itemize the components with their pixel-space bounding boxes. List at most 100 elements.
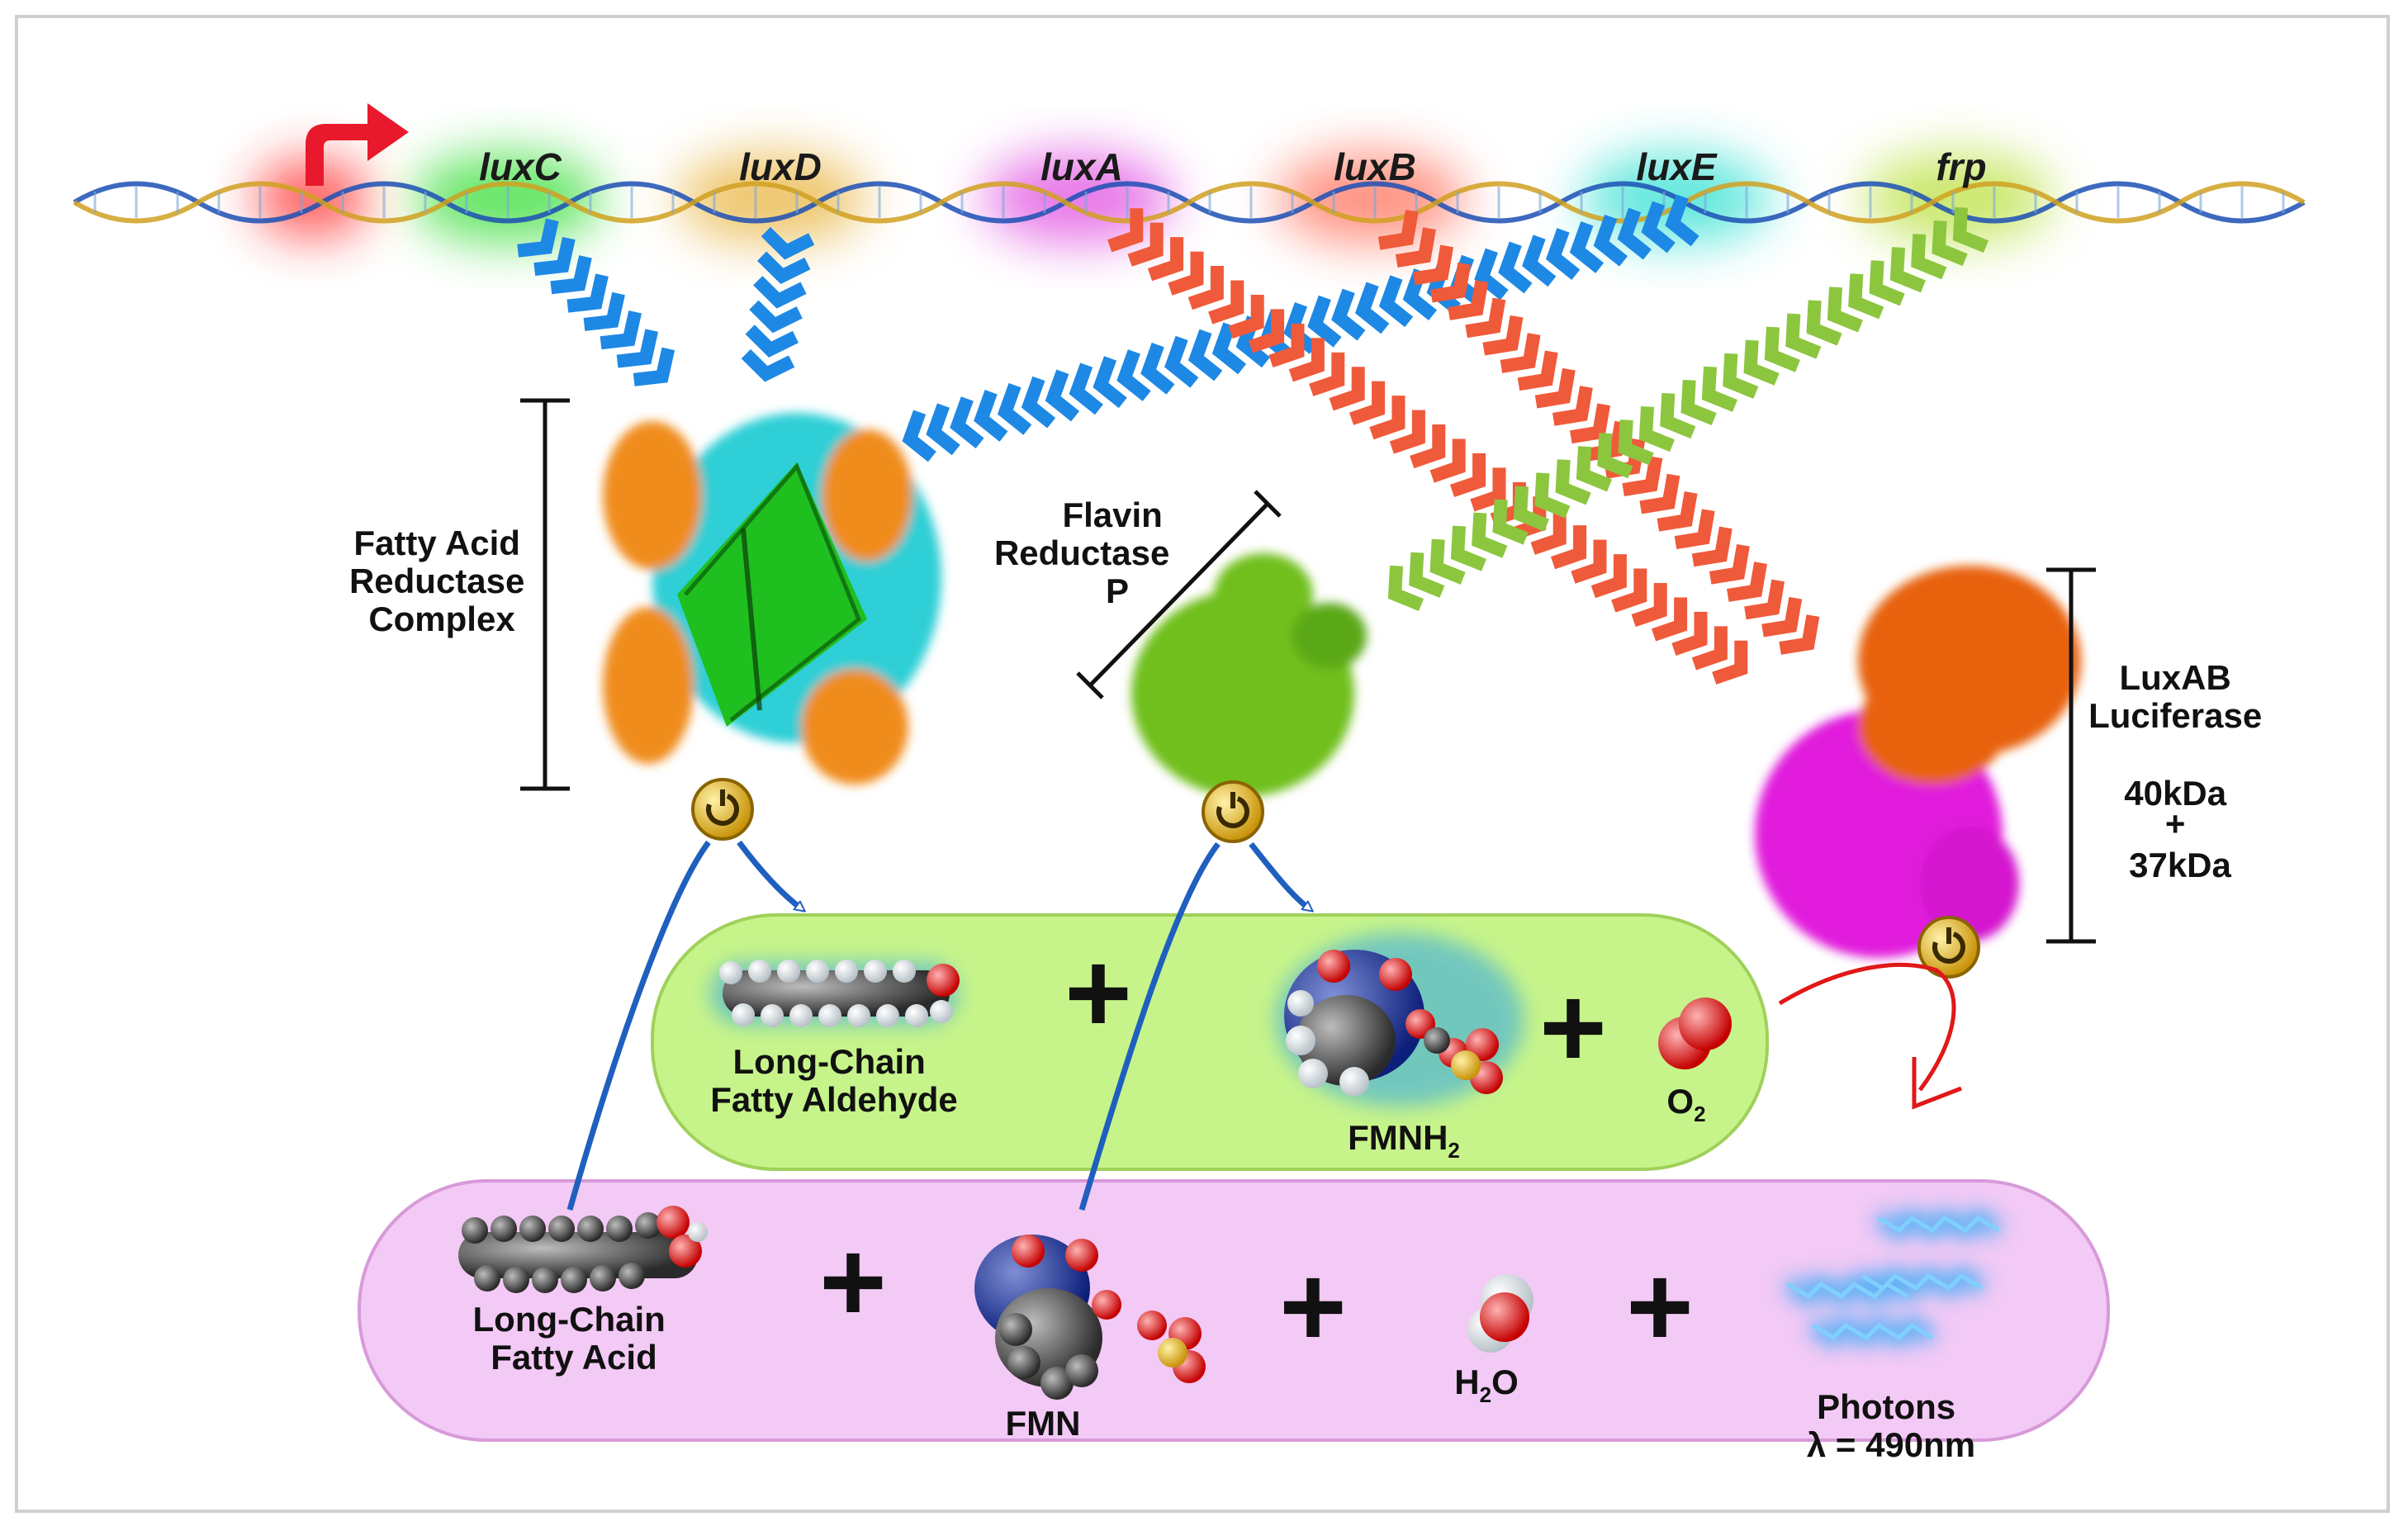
gene-label-luxe: luxE <box>1636 145 1717 188</box>
luxd-arrow <box>741 226 815 382</box>
luxab-label: LuxAB Luciferase 40kDa + 37kDa <box>2088 658 2272 884</box>
chevron <box>1723 353 1759 399</box>
chevron <box>902 410 936 462</box>
chevron <box>1430 262 1472 303</box>
water-molecule <box>1467 1274 1533 1353</box>
chevron <box>1593 214 1628 267</box>
chevron <box>1555 459 1591 505</box>
chevron <box>1530 510 1567 555</box>
chevron <box>1911 234 1947 280</box>
power-icon <box>1917 916 1980 979</box>
power-icon <box>1202 780 1264 843</box>
fmnh2-molecule <box>1276 933 1524 1107</box>
chevron <box>1618 419 1654 466</box>
chevron <box>1651 597 1688 642</box>
chevron <box>1657 491 1698 532</box>
chevron <box>1268 323 1305 367</box>
chevron <box>517 218 559 258</box>
chevron <box>1665 194 1699 247</box>
chevron <box>1472 512 1508 558</box>
chevron <box>1248 309 1285 353</box>
chevron <box>741 348 795 382</box>
chevron <box>1140 342 1175 395</box>
chevron <box>1709 543 1750 585</box>
fatty-acid-molecule <box>458 1206 708 1293</box>
chevron <box>1470 467 1506 512</box>
chevron <box>1021 376 1056 429</box>
chevron <box>583 292 625 331</box>
chevron <box>1590 554 1627 599</box>
chevron <box>1413 244 1453 286</box>
chevron <box>745 325 799 358</box>
chevron <box>1522 235 1557 287</box>
chevron <box>1641 201 1676 254</box>
chevron <box>1701 366 1738 412</box>
frp-label: Flavin Reductase P <box>994 495 1179 610</box>
chevron <box>1329 367 1365 411</box>
gene-label-luxc: luxC <box>479 145 562 188</box>
oxygen-molecule <box>1658 998 1732 1069</box>
chevron <box>1378 275 1414 328</box>
fmn-molecule <box>974 1235 1206 1400</box>
chevron <box>1631 582 1667 628</box>
chevron <box>566 273 609 313</box>
fmn-label: FMN <box>1006 1404 1081 1443</box>
chevron <box>1116 349 1151 401</box>
gene-label-luxa: luxA <box>1040 145 1123 188</box>
plus-sign: + <box>819 1216 887 1346</box>
product-band <box>358 1179 2110 1442</box>
chevron <box>761 226 815 260</box>
fmnh2-label: FMNH2 <box>1348 1118 1460 1163</box>
chevron <box>1952 206 1989 254</box>
chevron <box>1187 266 1224 310</box>
chevron <box>1848 273 1884 320</box>
plus-sign: + <box>1064 927 1132 1057</box>
chevron <box>1168 251 1204 296</box>
chevron <box>1764 326 1801 372</box>
chevron <box>1660 392 1696 439</box>
chevron <box>1387 565 1424 612</box>
chevron <box>926 403 960 456</box>
chevron <box>1449 453 1486 498</box>
chevron <box>1377 209 1419 250</box>
chevron <box>1492 499 1529 545</box>
chevron <box>1147 237 1184 282</box>
chevron <box>1187 329 1223 382</box>
chevron <box>1307 295 1342 348</box>
chevron <box>1534 472 1571 519</box>
chevron <box>1576 446 1613 492</box>
luciferase-protein <box>1755 566 2081 958</box>
chevron <box>1827 287 1864 333</box>
chevron <box>1806 300 1842 346</box>
chevron <box>1331 288 1366 341</box>
chevron <box>753 276 807 309</box>
chevron <box>950 396 984 449</box>
chevron <box>749 300 803 334</box>
chevron <box>633 347 675 386</box>
chevron <box>1571 539 1607 584</box>
chevron <box>1622 456 1663 497</box>
chevron <box>1482 315 1524 356</box>
chevron <box>1045 369 1080 422</box>
plus-sign: + <box>1539 962 1607 1092</box>
chevron <box>756 251 811 285</box>
chevron <box>1410 424 1446 469</box>
chevron <box>1465 297 1506 339</box>
chevron <box>1517 350 1558 391</box>
frp-product-arrow <box>1249 841 1309 908</box>
gene-label-luxd: luxD <box>739 145 822 188</box>
chevron <box>1932 220 1968 267</box>
promoter-arrow-icon <box>306 103 409 186</box>
chevron <box>1680 379 1717 425</box>
frp-reaction-curve <box>1078 841 1221 1211</box>
chevron <box>1743 339 1780 386</box>
chevron <box>1498 241 1533 294</box>
frp-arrow <box>1387 206 1989 612</box>
chevron <box>1395 227 1436 268</box>
chevron <box>1611 568 1647 613</box>
photons-label: Photons λ = 490nm <box>1807 1387 1975 1464</box>
chevron <box>1500 333 1541 373</box>
chevron <box>1727 562 1767 602</box>
photon-wave-icon <box>1783 1206 2003 1349</box>
flavin-reductase-protein <box>1131 553 1367 797</box>
